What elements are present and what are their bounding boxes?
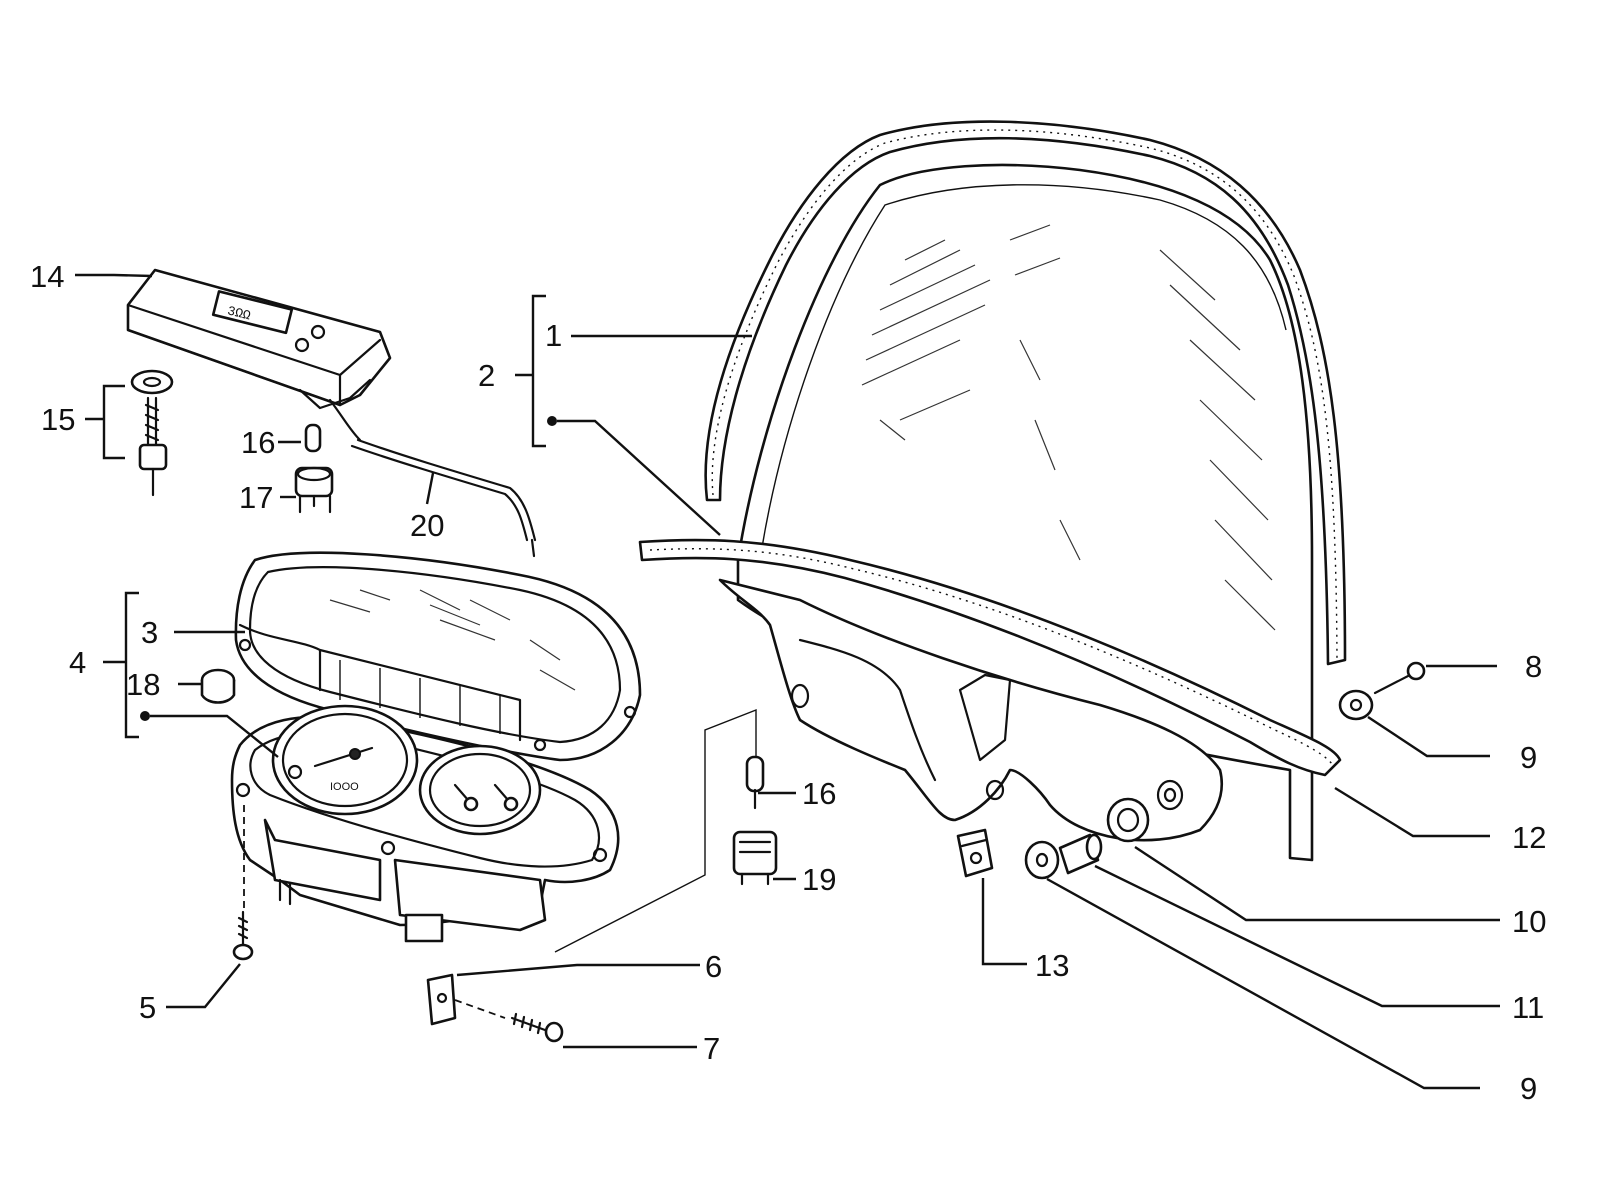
bulb-16-lower — [745, 755, 765, 810]
bulb-socket-19 — [732, 830, 778, 886]
callout-labels: 1 2 3 4 5 6 7 8 9 9 10 11 12 13 14 15 16… — [30, 259, 1546, 1106]
callout-16b: 16 — [802, 776, 836, 811]
screw-8 — [1373, 661, 1426, 695]
digital-clock-14: 3ΩΩ — [126, 268, 392, 442]
grommet-10 — [1106, 797, 1150, 843]
clip-6 — [426, 973, 457, 1026]
callout-20: 20 — [410, 508, 444, 543]
callout-18: 18 — [126, 667, 160, 702]
bulb-16-upper — [304, 423, 322, 453]
leader-lines — [75, 273, 1500, 1090]
spacer-11 — [1058, 833, 1103, 875]
callout-1: 1 — [545, 318, 562, 353]
callout-4: 4 — [69, 645, 86, 680]
bracket-4 — [103, 591, 279, 758]
washer-9-lower — [1024, 840, 1060, 880]
bracket-15 — [85, 384, 125, 460]
bulb-socket-17 — [294, 466, 334, 514]
glass-reflection-hatching — [861, 224, 1276, 631]
plug-18 — [200, 668, 236, 704]
callout-8: 8 — [1525, 649, 1542, 684]
screw-7 — [510, 1012, 564, 1043]
windshield-lower-seal — [638, 538, 1342, 777]
callout-17: 17 — [239, 480, 273, 515]
callout-3: 3 — [141, 615, 158, 650]
svg-text:3ΩΩ: 3ΩΩ — [226, 303, 253, 323]
windshield-edge-seal — [704, 120, 1347, 666]
callout-9b: 9 — [1520, 1071, 1537, 1106]
callout-13: 13 — [1035, 948, 1069, 983]
callout-12: 12 — [1512, 820, 1546, 855]
wire-20 — [356, 438, 537, 542]
callout-7: 7 — [703, 1031, 720, 1066]
clip-nut-13 — [956, 828, 994, 878]
callout-15: 15 — [41, 402, 75, 437]
callout-16a: 16 — [241, 425, 275, 460]
callout-9a: 9 — [1520, 740, 1537, 775]
svg-text:IOOO: IOOO — [330, 781, 359, 793]
callout-2: 2 — [478, 358, 495, 393]
callout-11: 11 — [1512, 990, 1544, 1025]
instrument-cluster-body: IOOO — [230, 704, 620, 943]
callout-5: 5 — [139, 990, 156, 1025]
screw-5 — [232, 805, 254, 961]
callout-6: 6 — [705, 949, 722, 984]
washer-9-upper — [1338, 689, 1374, 721]
windshield-assembly — [638, 120, 1347, 862]
washer-screw-15 — [130, 369, 174, 497]
callout-10: 10 — [1512, 904, 1546, 939]
callout-14: 14 — [30, 259, 64, 294]
windshield-mount-bracket — [718, 578, 1224, 842]
bracket-2 — [515, 294, 721, 536]
callout-19: 19 — [802, 862, 836, 897]
